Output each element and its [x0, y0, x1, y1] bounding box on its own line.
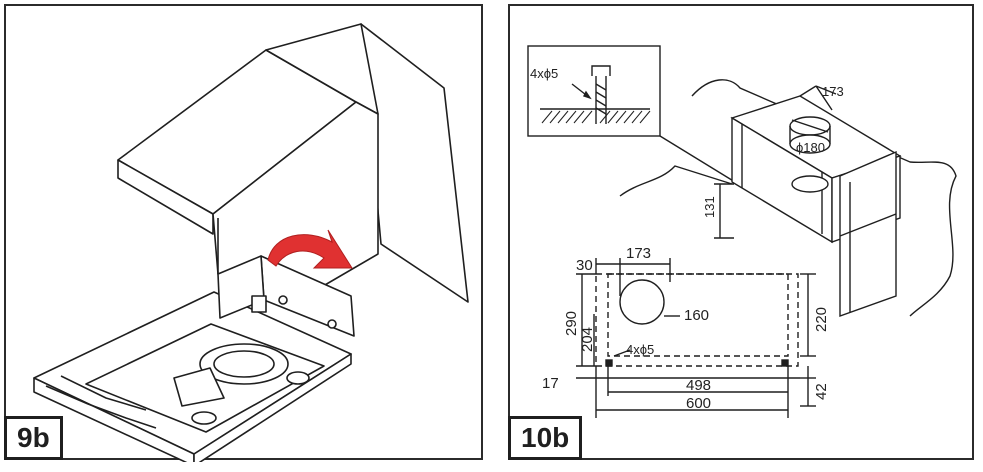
label-hole-spec: 4xϕ5 — [626, 342, 654, 357]
drill-detail-callout — [527, 45, 661, 137]
panel-9b: 9b — [4, 4, 483, 462]
cutout-outline — [595, 273, 799, 367]
label-d173: 173 — [626, 245, 651, 262]
duct-circle — [619, 279, 665, 325]
light-right — [191, 411, 217, 425]
light-left — [286, 371, 310, 385]
step-label-10b: 10b — [508, 416, 583, 460]
installation-diagram: 4xϕ5 173 ϕ180 131 30 173 160 290 204 220… — [527, 45, 957, 418]
label-d160: 160 — [684, 307, 709, 324]
label-duct-diameter: ϕ180 — [796, 140, 825, 155]
label-d204: 204 — [579, 327, 596, 352]
rotation-arrow — [267, 229, 353, 269]
label-d17: 17 — [542, 375, 559, 392]
hood-illustration — [33, 23, 469, 462]
label-d30: 30 — [576, 257, 593, 274]
surface-hatch — [541, 110, 651, 124]
step-label-9b: 9b — [4, 416, 63, 460]
label-d290: 290 — [563, 311, 580, 336]
label-d600: 600 — [686, 395, 711, 412]
label-cabinet-depth: 131 — [702, 196, 717, 218]
cabinet-outline — [691, 79, 957, 317]
label-d42: 42 — [813, 383, 830, 400]
label-d498: 498 — [686, 377, 711, 394]
screw-head — [591, 65, 611, 76]
label-d220: 220 — [813, 307, 830, 332]
label-duct-offset: 173 — [822, 84, 844, 99]
panel-10b: 4xϕ5 173 ϕ180 131 30 173 160 290 204 220… — [508, 4, 974, 460]
duct-hole — [791, 175, 829, 193]
label-screw-spec: 4xϕ5 — [530, 66, 558, 81]
